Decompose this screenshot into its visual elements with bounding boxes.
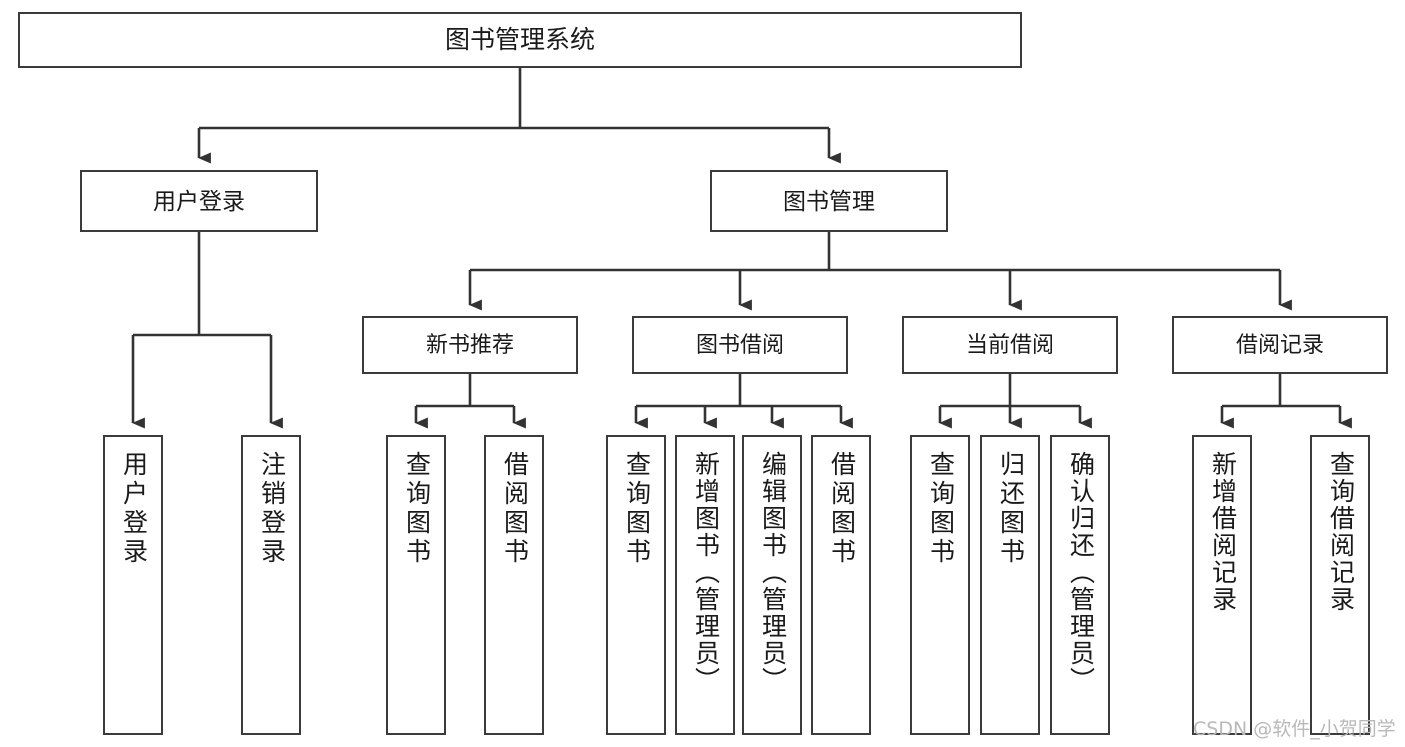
node-label: 新书推荐 bbox=[425, 332, 514, 358]
node-label: 新增借阅记录 bbox=[1208, 451, 1237, 613]
leaf-current-return-book[interactable]: 归还图书 bbox=[980, 435, 1040, 735]
node-label: 借阅记录 bbox=[1235, 332, 1324, 358]
node-label: 查询图书 bbox=[622, 451, 651, 567]
node-current-borrow[interactable]: 当前借阅 bbox=[902, 316, 1118, 374]
leaf-current-confirm-return-admin[interactable]: 确认归还（管理员） bbox=[1050, 435, 1110, 735]
leaf-record-query-record[interactable]: 查询借阅记录 bbox=[1310, 435, 1370, 735]
node-label: 注销登录 bbox=[257, 451, 286, 567]
leaf-recommend-query-book[interactable]: 查询图书 bbox=[386, 435, 446, 735]
node-label: 确认归还（管理员） bbox=[1066, 451, 1095, 694]
node-root-system[interactable]: 图书管理系统 bbox=[18, 12, 1022, 68]
node-label: 借阅图书 bbox=[500, 451, 529, 567]
node-label: 归还图书 bbox=[996, 451, 1025, 567]
node-label: 编辑图书（管理员） bbox=[758, 451, 787, 694]
watermark-text: CSDN @软件_小贺同学 bbox=[1193, 718, 1396, 740]
node-label: 用户登录 bbox=[153, 187, 245, 214]
node-book-management[interactable]: 图书管理 bbox=[710, 170, 948, 232]
node-label: 当前借阅 bbox=[965, 332, 1054, 358]
node-new-book-recommend[interactable]: 新书推荐 bbox=[362, 316, 578, 374]
node-label: 新增图书（管理员） bbox=[691, 451, 720, 694]
leaf-user-login-signin[interactable]: 用户登录 bbox=[103, 435, 163, 735]
node-label: 用户登录 bbox=[119, 451, 148, 567]
node-borrow-record[interactable]: 借阅记录 bbox=[1172, 316, 1388, 374]
node-label: 图书管理系统 bbox=[444, 25, 595, 54]
leaf-record-add-record[interactable]: 新增借阅记录 bbox=[1192, 435, 1252, 735]
leaf-borrow-query-book[interactable]: 查询图书 bbox=[606, 435, 666, 735]
node-user-login[interactable]: 用户登录 bbox=[80, 170, 318, 232]
leaf-borrow-edit-book-admin[interactable]: 编辑图书（管理员） bbox=[742, 435, 802, 735]
node-label: 查询图书 bbox=[402, 451, 431, 567]
leaf-current-query-book[interactable]: 查询图书 bbox=[910, 435, 970, 735]
node-label: 图书管理 bbox=[783, 187, 875, 214]
node-label: 查询借阅记录 bbox=[1326, 451, 1355, 613]
node-label: 查询图书 bbox=[926, 451, 955, 567]
node-label: 借阅图书 bbox=[827, 451, 856, 567]
leaf-recommend-borrow-book[interactable]: 借阅图书 bbox=[484, 435, 544, 735]
leaf-borrow-add-book-admin[interactable]: 新增图书（管理员） bbox=[675, 435, 735, 735]
node-label: 图书借阅 bbox=[695, 332, 784, 358]
leaf-borrow-borrow-book[interactable]: 借阅图书 bbox=[811, 435, 871, 735]
node-book-borrow[interactable]: 图书借阅 bbox=[632, 316, 848, 374]
leaf-user-login-signout[interactable]: 注销登录 bbox=[241, 435, 301, 735]
